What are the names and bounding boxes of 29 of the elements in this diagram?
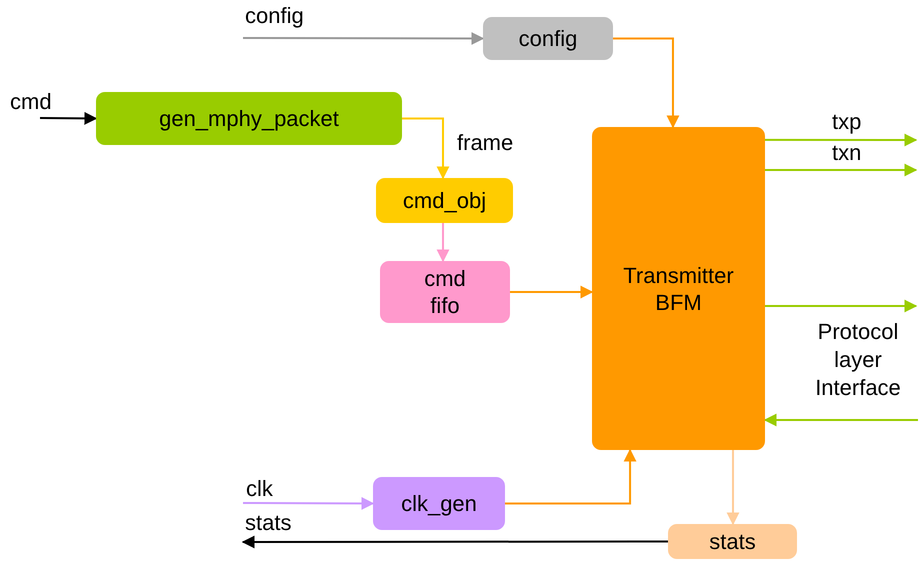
- arrow: [765, 134, 918, 146]
- transmitter-block: [592, 127, 765, 450]
- stats-block: [668, 524, 797, 559]
- arrow: [243, 32, 484, 45]
- block-label: Transmitter BFM: [622, 262, 735, 316]
- block-label: cmd_obj: [402, 187, 486, 214]
- arrow: [505, 448, 637, 504]
- block-label: clk_gen: [401, 490, 477, 517]
- interface-label: Protocol layer Interface: [814, 318, 902, 402]
- block-label: gen_mphy_packet: [159, 105, 339, 132]
- fifo-block: [380, 261, 510, 323]
- arrow: [764, 413, 918, 426]
- arrow: [510, 286, 594, 299]
- arrow: [726, 450, 740, 526]
- block-label: config: [518, 25, 578, 52]
- arrow: [242, 535, 668, 548]
- arrow: [40, 112, 98, 125]
- block-label: stats: [709, 528, 756, 555]
- arrow: [402, 118, 450, 180]
- arrow: [765, 300, 918, 312]
- block-label: cmd fifo: [423, 265, 467, 319]
- command-object-block: [376, 178, 513, 223]
- arrow: [765, 164, 918, 176]
- arrow: [243, 496, 374, 510]
- generator-block: [96, 92, 402, 145]
- arrow: [613, 38, 680, 128]
- arrow: [436, 223, 450, 262]
- clock-generator-block: [373, 477, 505, 530]
- config-block: [483, 17, 613, 60]
